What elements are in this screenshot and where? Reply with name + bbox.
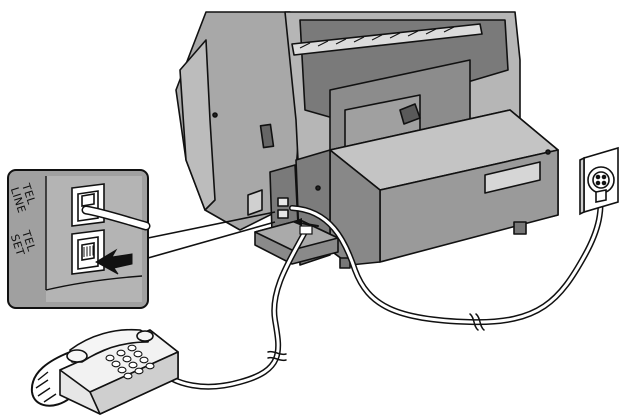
arrow-icon <box>292 218 302 226</box>
callout-lines <box>147 211 276 259</box>
tel-line-jack-icon <box>71 183 151 231</box>
port-inset: TEL LINE TEL SET <box>7 169 151 309</box>
fax-machine-illustration <box>175 11 559 269</box>
telephone-icon <box>30 328 179 415</box>
tel-set-jack-icon <box>71 229 105 275</box>
cables <box>157 187 604 390</box>
insert-arrow-icon <box>94 248 133 275</box>
wall-jack-icon <box>579 146 619 216</box>
